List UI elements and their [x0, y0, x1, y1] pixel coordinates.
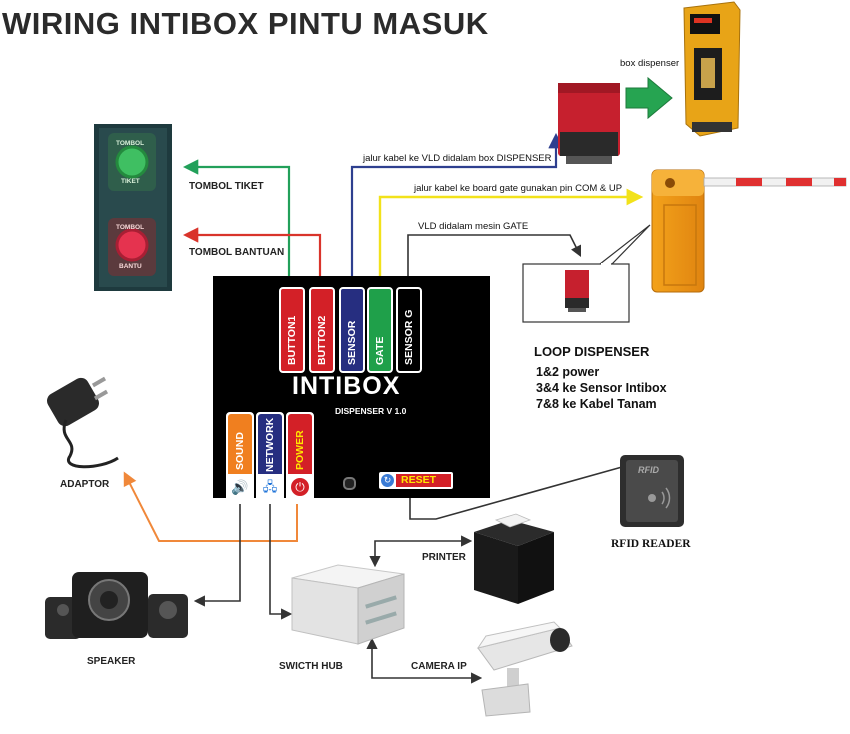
wire-speaker — [193, 503, 241, 607]
port-power-label: POWER — [294, 430, 306, 470]
camera-ip — [476, 621, 573, 717]
loop-line-3: 7&8 ke Kabel Tanam — [536, 397, 657, 411]
port-network: NETWORK 🖧 — [256, 412, 284, 504]
port-sensor: SENSOR — [339, 287, 365, 373]
arrow-icon — [625, 76, 673, 120]
tombol-tiket-label-bottom: TIKET — [121, 178, 140, 185]
port-sensor-g: SENSOR G — [396, 287, 422, 373]
tombol-tiket-label: TOMBOL TIKET — [189, 181, 264, 192]
rfid-reader — [620, 455, 684, 527]
loop-dispenser-heading: LOOP DISPENSER — [534, 344, 650, 359]
wire-switch — [269, 503, 293, 620]
loop-detector-dispenser — [558, 83, 620, 164]
wire-tombol-tiket — [182, 159, 291, 286]
port-sensor-label: SENSOR — [346, 320, 358, 365]
reset-icon: ↻ — [381, 474, 394, 487]
port-power: POWER ⏻ — [286, 412, 314, 504]
tombol-bantu-label-bottom: BANTU — [119, 263, 142, 270]
page-title: WIRING INTIBOX PINTU MASUK — [2, 6, 489, 41]
switch-hub-label: SWICTH HUB — [279, 661, 343, 672]
jalur-gate-label: jalur kabel ke board gate gunakan pin CO… — [414, 183, 623, 194]
status-led — [343, 477, 356, 490]
printer — [474, 513, 554, 604]
network-icon: 🖧 — [262, 479, 278, 494]
reset-label: RESET — [401, 474, 437, 486]
switch-hub — [291, 564, 405, 645]
wire-gate — [378, 188, 644, 286]
port-sound: SOUND 🔊 — [226, 412, 254, 504]
speaker — [45, 572, 188, 639]
box-dispenser-machine — [683, 1, 741, 137]
port-gate-label: GATE — [374, 336, 386, 365]
barrier-gate — [651, 169, 847, 293]
intibox-name: INTIBOX — [292, 372, 401, 400]
wire-tombol-bantuan — [182, 227, 322, 286]
vld-gate-label: VLD didalam mesin GATE — [418, 221, 529, 232]
port-gate: GATE — [367, 287, 393, 373]
rfid-device-text: RFID — [638, 465, 659, 475]
wire-rfid — [409, 466, 623, 520]
loop-line-1: 1&2 power — [536, 365, 600, 379]
camera-ip-label: CAMERA IP — [411, 661, 467, 672]
port-button1-label: BUTTON1 — [286, 315, 298, 365]
jalur-vld-label: jalur kabel ke VLD didalam box DISPENSER — [363, 153, 552, 164]
box-dispenser-label: box dispenser — [620, 58, 680, 69]
tombol-bantuan-label: TOMBOL BANTUAN — [189, 247, 285, 258]
speaker-label: SPEAKER — [87, 656, 136, 667]
speaker-icon: 🔊 — [231, 479, 249, 495]
power-icon: ⏻ — [291, 478, 309, 496]
printer-label: PRINTER — [422, 552, 466, 563]
reset-button[interactable]: ↻ RESET — [379, 472, 453, 489]
adaptor-label: ADAPTOR — [60, 479, 110, 490]
port-network-label: NETWORK — [264, 417, 276, 472]
loop-line-2: 3&4 ke Sensor Intibox — [536, 381, 667, 395]
tombol-bantu-label-top: TOMBOL — [116, 224, 145, 231]
wire-vld-dispenser — [350, 132, 564, 286]
port-sound-label: SOUND — [234, 432, 246, 470]
tombol-tiket-label-top: TOMBOL — [116, 140, 145, 147]
adaptor — [47, 376, 119, 469]
wire-vld-gate — [407, 234, 582, 286]
tombol-panel — [94, 124, 172, 291]
rfid-reader-label: RFID READER — [611, 538, 691, 550]
port-sensor-g-label: SENSOR G — [403, 309, 415, 365]
wire-camera — [366, 637, 483, 684]
wire-printer — [369, 535, 473, 568]
vld-gate-callout — [522, 224, 651, 323]
port-button2: BUTTON2 — [309, 287, 335, 373]
wire-adaptor — [123, 471, 298, 542]
port-button2-label: BUTTON2 — [316, 315, 328, 365]
port-button1: BUTTON1 — [279, 287, 305, 373]
intibox-subtitle: DISPENSER V 1.0 — [335, 406, 407, 416]
